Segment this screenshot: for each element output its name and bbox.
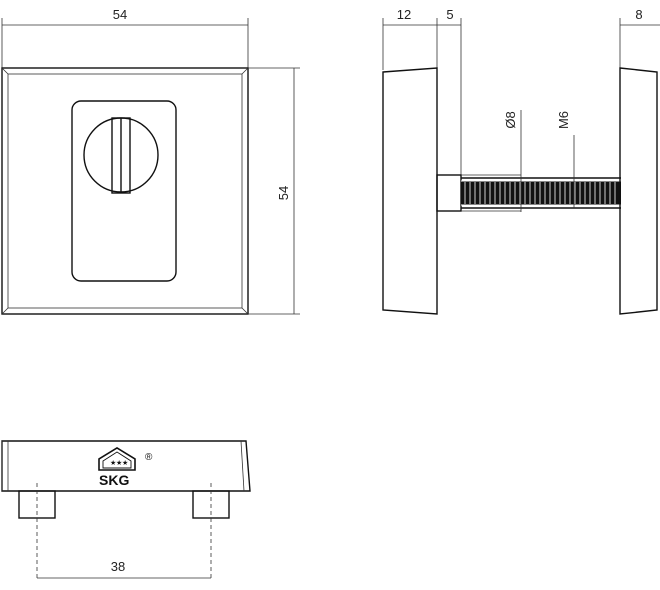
front-height-dimension: 54 [248, 67, 300, 315]
right-thickness-label: 8 [635, 7, 642, 22]
registered-mark: ® [145, 452, 153, 463]
front-width-label: 54 [113, 7, 127, 22]
thread-label: M6 [556, 111, 571, 129]
thread-dimension: M6 [556, 111, 575, 208]
left-rose-profile [382, 67, 438, 315]
thumb-turn [83, 117, 159, 194]
spindle-collar [436, 174, 462, 212]
diameter-dimension: Ø8 [461, 110, 522, 212]
gap-label: 5 [446, 7, 453, 22]
skg-logo: ★ ★ ★ SKG ® [98, 447, 153, 488]
front-width-dimension: 54 [1, 7, 249, 68]
threaded-spindle [461, 177, 621, 209]
front-view: 54 54 [1, 7, 300, 315]
svg-text:★: ★ [122, 459, 128, 467]
escutcheon-insert [71, 100, 177, 282]
pin-spacing-dimension: 38 [37, 559, 211, 579]
logo-text: SKG [99, 472, 129, 488]
svg-text:★: ★ [116, 459, 122, 467]
side-top-dimensions: 12 5 8 [382, 7, 660, 175]
rose-bevel [7, 73, 243, 309]
right-rose-profile [619, 67, 658, 315]
front-height-label: 54 [276, 186, 291, 200]
side-view: 12 5 8 [382, 7, 660, 315]
pin-spacing-label: 38 [111, 559, 125, 574]
bottom-view: 38 ★ ★ ★ SKG ® [1, 440, 251, 580]
rose-thickness-label: 12 [397, 7, 411, 22]
rose-outer-square [1, 67, 249, 315]
svg-text:★: ★ [110, 459, 116, 467]
shaft-diameter-label: Ø8 [503, 111, 518, 128]
